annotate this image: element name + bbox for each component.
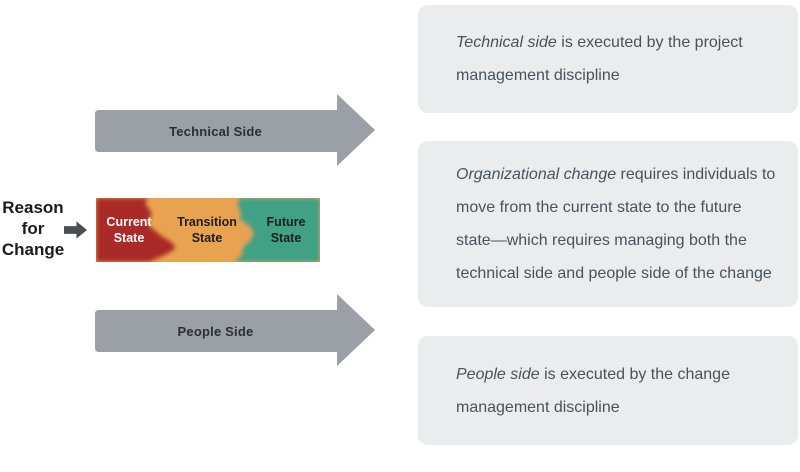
callout-rest: requires individuals to move from the cu…	[456, 166, 776, 282]
state-transition-bar: Current State Transition State Future St…	[96, 198, 320, 262]
callout-rest: is executed by the change management dis…	[456, 365, 730, 416]
callout-organizational-change: Organizational change requires individua…	[418, 141, 798, 307]
callout-text: People side is executed by the change ma…	[456, 358, 730, 424]
state-label-future: Future State	[266, 215, 306, 245]
technical-side-arrow-label: Technical Side	[169, 123, 262, 139]
callout-text: Technical side is executed by the projec…	[456, 26, 743, 92]
state-label-current: Current State	[106, 215, 152, 245]
state-bar-graphic	[96, 198, 320, 262]
reason-arrow-icon	[64, 221, 87, 239]
callout-text: Organizational change requires individua…	[456, 158, 775, 290]
reason-for-change-label: Reason for Change	[1, 198, 65, 259]
people-side-arrow: People Side	[94, 294, 375, 366]
callout-people-side: People side is executed by the change ma…	[418, 336, 798, 445]
callout-technical-side: Technical side is executed by the projec…	[418, 5, 798, 113]
callout-lead: Organizational change	[456, 166, 617, 183]
right-arrow-icon	[95, 294, 375, 366]
state-label-transition: Transition State	[177, 215, 237, 245]
callout-rest: is executed by the project management di…	[456, 34, 743, 84]
callout-lead: Technical side	[456, 34, 557, 51]
callout-lead: People side	[456, 365, 540, 383]
right-arrow-icon	[95, 94, 375, 166]
people-side-arrow-label: People Side	[177, 323, 254, 339]
technical-side-arrow: Technical Side	[94, 94, 375, 166]
